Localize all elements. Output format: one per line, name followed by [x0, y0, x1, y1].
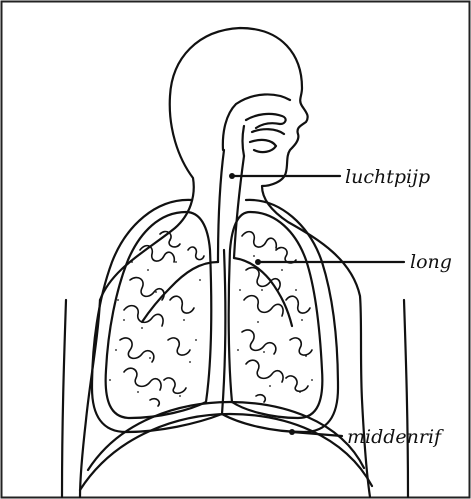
right-arm [404, 300, 408, 497]
trachea [218, 150, 224, 262]
lung-leader-dot [255, 259, 261, 265]
label-trachea: luchtpijp [345, 168, 430, 187]
left-arm [62, 300, 66, 497]
trachea-leader-dot [229, 173, 235, 179]
label-lung: long [410, 253, 452, 272]
nasal-cavity [223, 94, 290, 150]
diaphragm-leader-dot [289, 429, 295, 435]
label-diaphragm: middenrif [347, 428, 441, 447]
